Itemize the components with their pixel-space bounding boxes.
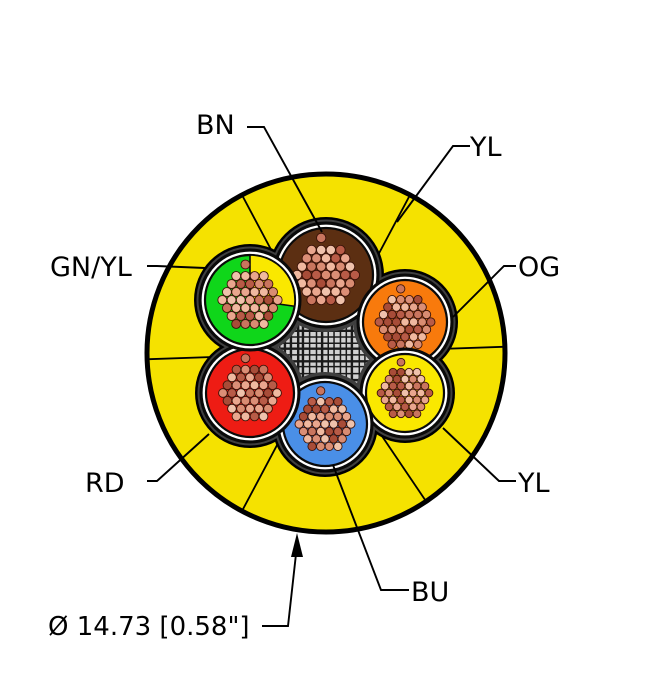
conductor-orange	[356, 273, 454, 371]
conductor-red	[199, 342, 301, 444]
conductors	[198, 221, 454, 473]
label-bu: BU	[411, 577, 449, 608]
leader-lines	[147, 126, 516, 627]
label-gnyl: GN/YL	[50, 252, 132, 283]
label-bn: BN	[196, 110, 235, 141]
conductor-blue	[276, 375, 374, 473]
conductor-brown	[272, 221, 380, 329]
label-og: OG	[518, 252, 560, 283]
label-yl-bot: YL	[517, 468, 550, 499]
conductor-yellow	[359, 347, 451, 439]
label-rd: RD	[85, 468, 125, 499]
label-yl-top: YL	[469, 132, 502, 163]
labels: BN YL GN/YL OG RD YL BU Ø 14.73 [0.58"]	[48, 110, 560, 642]
conductor-green-yellow	[198, 248, 302, 352]
label-dim: Ø 14.73 [0.58"]	[48, 612, 250, 642]
